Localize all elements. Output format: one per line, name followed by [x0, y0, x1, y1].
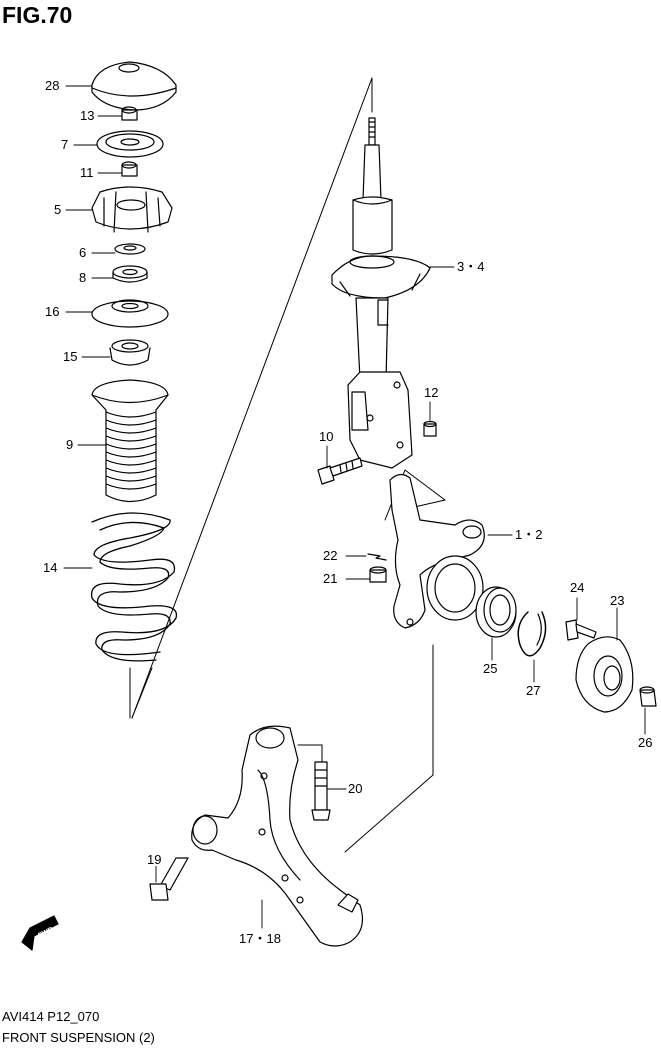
callout-5: 5 — [53, 202, 63, 217]
diagram-code: AVI414 P12_070 — [2, 1009, 100, 1024]
callout-23: 23 — [609, 593, 626, 608]
callout-14: 14 — [42, 560, 59, 575]
fwd-arrow-icon: FWD — [21, 915, 59, 951]
callout-17-18: 17・18 — [238, 931, 282, 946]
part-14-coil-spring — [90, 512, 178, 662]
diagram-name: FRONT SUSPENSION (2) — [2, 1030, 155, 1045]
part-16-spring-seat — [91, 299, 169, 328]
callout-28: 28 — [44, 78, 61, 93]
callout-12: 12 — [423, 385, 440, 400]
part-15-bump-stop — [109, 339, 151, 366]
part-17-18-lower-control-arm — [191, 725, 363, 947]
callout-6: 6 — [78, 245, 88, 260]
leader-lines — [63, 85, 646, 929]
part-20-bolt — [311, 761, 331, 821]
callout-27: 27 — [525, 683, 542, 698]
part-28-strut-cap — [91, 61, 177, 111]
callout-22: 22 — [322, 548, 339, 563]
callout-10: 10 — [318, 429, 335, 444]
part-6-washer — [114, 243, 146, 255]
part-11-nut — [121, 161, 138, 177]
callout-1-2: 1・2 — [514, 527, 544, 542]
callout-21: 21 — [322, 571, 339, 586]
figure-title: FIG.70 — [2, 2, 73, 28]
callout-11: 11 — [79, 165, 95, 180]
part-26-hub-nut — [639, 686, 657, 707]
part-23-wheel-hub — [575, 636, 634, 713]
part-9-dust-boot — [91, 379, 169, 503]
callout-20: 20 — [347, 781, 364, 796]
callout-9: 9 — [65, 437, 75, 452]
callout-7: 7 — [60, 137, 70, 152]
callout-19: 19 — [146, 852, 163, 867]
part-13-nut — [121, 106, 138, 121]
part-24-hub-bolt — [565, 619, 597, 641]
part-25-wheel-bearing — [475, 586, 517, 638]
part-3-4-strut-assembly — [331, 117, 431, 469]
part-7-bearing-plate — [96, 130, 164, 158]
part-12-nut — [423, 420, 437, 437]
callout-3-4: 3・4 — [456, 259, 486, 274]
callout-13: 13 — [79, 108, 96, 123]
callout-15: 15 — [62, 349, 79, 364]
part-22-clip — [367, 553, 387, 561]
callout-26: 26 — [637, 735, 654, 750]
part-27-snap-ring — [517, 611, 547, 657]
callout-25: 25 — [482, 661, 499, 676]
part-10-bolt — [317, 457, 363, 485]
part-19-bolt — [149, 857, 189, 901]
assembly-guide-lines — [129, 77, 446, 853]
part-5-strut-mount — [91, 186, 173, 233]
callout-16: 16 — [44, 304, 61, 319]
part-21-nut — [369, 566, 387, 583]
part-8-bushing — [112, 265, 148, 283]
part-1-2-steering-knuckle — [389, 473, 485, 629]
callout-8: 8 — [78, 270, 88, 285]
callout-24: 24 — [569, 580, 586, 595]
